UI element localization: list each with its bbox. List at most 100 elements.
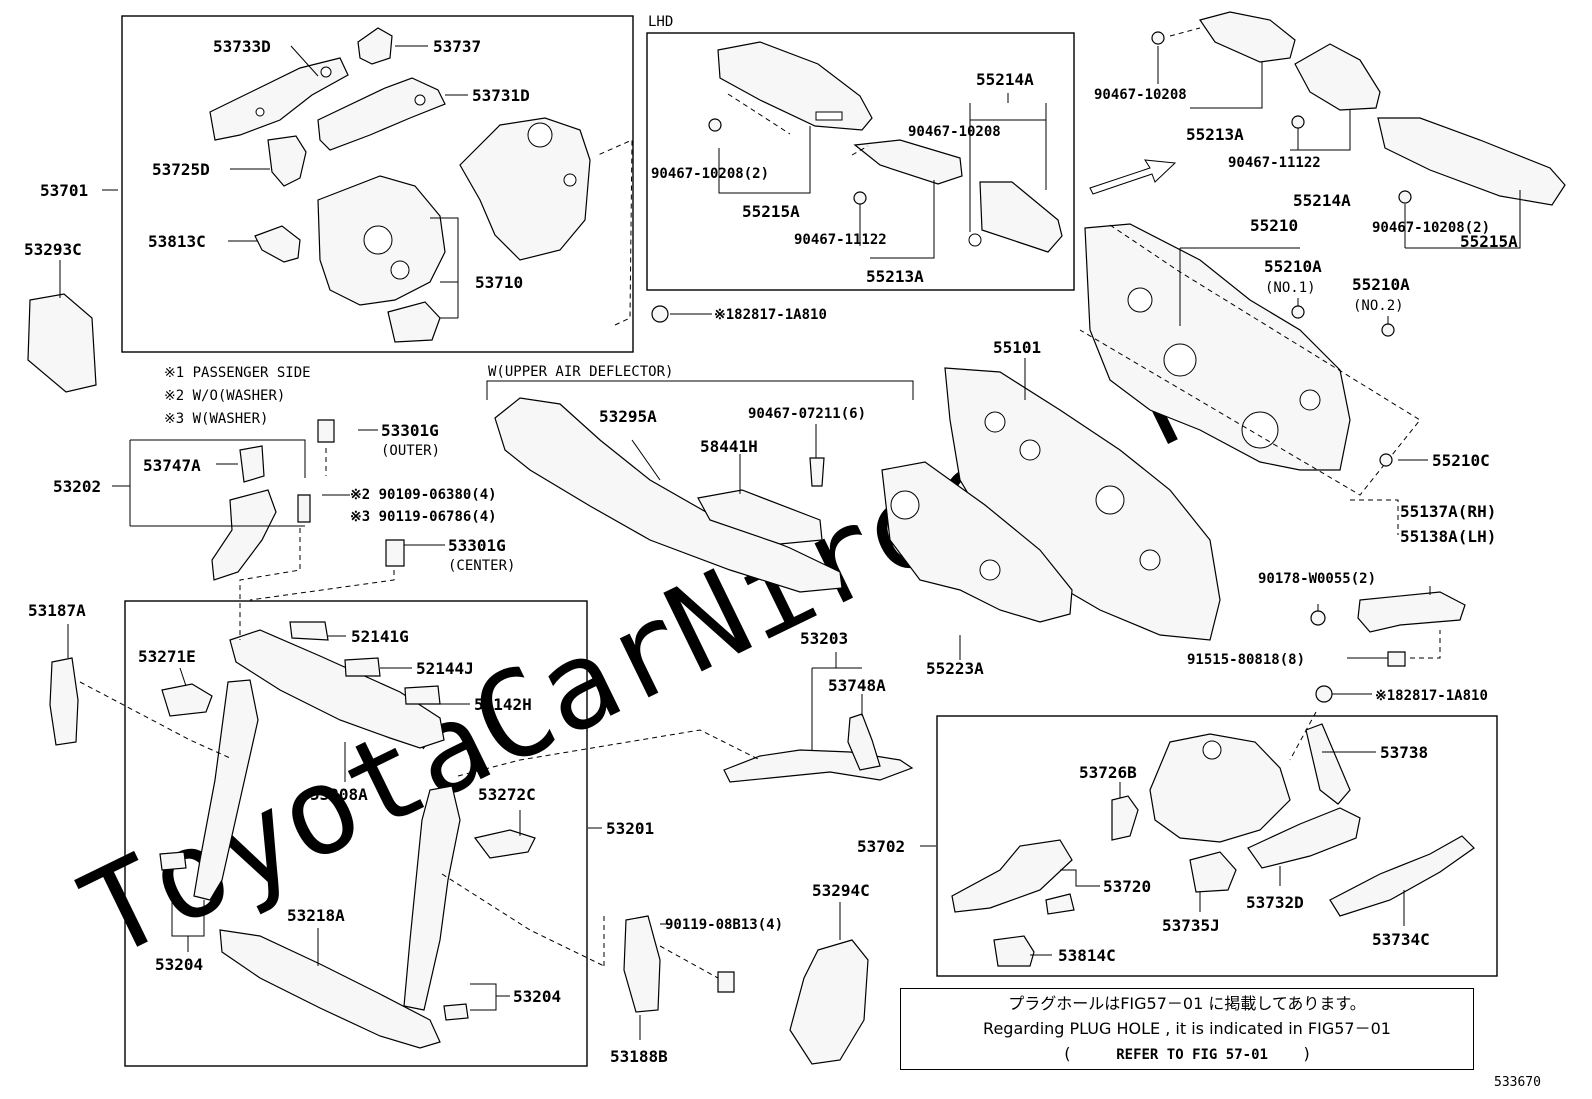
- label-53202: 53202: [53, 477, 101, 496]
- note-refer-fig: REFER TO FIG 57-01: [1116, 1047, 1268, 1063]
- part-58441H-shape: [697, 489, 823, 545]
- label-53726B: 53726B: [1079, 763, 1137, 782]
- label-52144J: 52144J: [416, 659, 474, 678]
- label-53188B: 53188B: [610, 1047, 668, 1066]
- label-53301G-center: 53301G: [448, 536, 506, 555]
- part-53710-tower-shape: [459, 117, 591, 261]
- part-55223A-shape: [881, 461, 1073, 623]
- bolt-52-icon: [297, 494, 311, 523]
- nut-90178-icon: [1310, 610, 1326, 626]
- part-53204-left-clip-icon: [159, 851, 187, 871]
- part-53734C-shape: [1329, 835, 1475, 917]
- label-53720: 53720: [1103, 877, 1151, 896]
- part-53732D-shape: [1247, 807, 1361, 869]
- label-grommet-top: ※182817-1A810: [714, 307, 827, 323]
- dash-panel-outline: [1079, 224, 1421, 496]
- part-53747A-shape: [239, 445, 265, 483]
- label-r-55215A: 55215A: [1460, 232, 1518, 251]
- label-lhd-55213A: 55213A: [866, 267, 924, 286]
- label-lhd-clip-11122: 90467-11122: [794, 232, 887, 248]
- part-55214A-lhd-shape: [853, 139, 963, 185]
- note-with-washer: ※3 W(WASHER): [164, 411, 268, 427]
- upper-deflector-bracket: [486, 380, 914, 400]
- label-no2: (NO.2): [1353, 298, 1404, 314]
- label-lhd-clip-10208: 90467-10208: [908, 124, 1001, 140]
- label-r-clip-11122: 90467-11122: [1228, 155, 1321, 171]
- part-53204-right-shape: [403, 785, 461, 1011]
- label-53187A: 53187A: [28, 601, 86, 620]
- part-53814C-shape: [993, 935, 1035, 967]
- label-53203: 53203: [800, 629, 848, 648]
- label-grommet-right: ※182817-1A810: [1375, 688, 1488, 704]
- part-53204-left-shape: [193, 679, 259, 901]
- part-55210-shape: [1084, 223, 1351, 471]
- label-r-55214A: 55214A: [1293, 191, 1351, 210]
- label-53204-left: 53204: [155, 955, 203, 974]
- part-55213A-lhd-shape: [968, 181, 1063, 253]
- clip-right-2-icon: [1398, 190, 1412, 204]
- apron-assembly-box: [121, 15, 634, 353]
- label-lhd-clip-2: 90467-10208(2): [651, 166, 769, 182]
- part-53731D-shape: [317, 77, 446, 151]
- label-52142H: 52142H: [474, 695, 532, 714]
- label-55223A: 55223A: [926, 659, 984, 678]
- part-53813C-shape: [254, 225, 301, 263]
- rh-apron-box: [936, 715, 1498, 977]
- label-lhd-55214A: 55214A: [976, 70, 1034, 89]
- label-53201: 53201: [606, 819, 654, 838]
- label-55210: 55210: [1250, 216, 1298, 235]
- label-53204-right: 53204: [513, 987, 561, 1006]
- lhd-title: LHD: [648, 14, 673, 30]
- part-55214A-right-shape: [1294, 43, 1381, 111]
- part-53702-tower-shape: [1149, 733, 1291, 843]
- part-55213A-right-shape: [1199, 11, 1296, 63]
- note-line-english: Regarding PLUG HOLE , it is indicated in…: [983, 1019, 1391, 1038]
- part-53301G-outer-icon: [317, 419, 335, 443]
- part-53188B-shape: [623, 915, 661, 1013]
- grommet-right-icon: [1315, 685, 1333, 703]
- label-55210C: 55210C: [1432, 451, 1490, 470]
- part-52142H-shape: [404, 685, 441, 705]
- clip-55210A-2-icon: [1381, 323, 1395, 337]
- diagram-id: 533670: [1494, 1075, 1541, 1090]
- part-52141G-shape: [289, 621, 329, 641]
- label-90178: 90178-W0055(2): [1258, 571, 1376, 587]
- label-53271E: 53271E: [138, 647, 196, 666]
- part-53301G-center-icon: [385, 539, 405, 567]
- label-r-55213A: 55213A: [1186, 125, 1244, 144]
- part-52144J-shape: [344, 657, 381, 677]
- part-55101-shape: [944, 367, 1221, 641]
- part-53203-shape: [723, 749, 914, 783]
- radiator-support-box: [124, 600, 588, 1067]
- note-paren-close: ): [1303, 1044, 1310, 1063]
- clip-55210A-1-icon: [1291, 305, 1305, 319]
- label-53734C: 53734C: [1372, 930, 1430, 949]
- part-53720-shape: [951, 839, 1073, 913]
- note-line-japanese: プラグホールはFIG57－01 に掲載してあります。: [1008, 994, 1366, 1013]
- label-53748A: 53748A: [828, 676, 886, 695]
- bolt-91515-icon: [1387, 651, 1406, 667]
- label-53702: 53702: [857, 837, 905, 856]
- note-line-reference: ( REFER TO FIG 57-01 ): [901, 1041, 1473, 1068]
- part-53737-shape: [357, 27, 393, 65]
- leader-lines: [59, 27, 1521, 1040]
- label-clip-07211: 90467-07211(6): [748, 406, 866, 422]
- label-55138A: 55138A(LH): [1400, 527, 1496, 546]
- note-without-washer: ※2 W/O(WASHER): [164, 388, 285, 404]
- part-53293C-shape: [27, 293, 97, 393]
- label-53735J: 53735J: [1162, 916, 1220, 935]
- label-53293C: 53293C: [24, 240, 82, 259]
- arrow-icon: [1089, 159, 1177, 195]
- part-53295A-shape: [494, 397, 843, 593]
- label-r-clip-10208: 90467-10208: [1094, 87, 1187, 103]
- part-53204-right-clip-icon: [443, 1003, 469, 1021]
- label-53738: 53738: [1380, 743, 1428, 762]
- label-no1: (NO.1): [1265, 280, 1316, 296]
- part-53720-bracket-shape: [1045, 893, 1075, 915]
- plug-hole-note: プラグホールはFIG57－01 に掲載してあります。 Regarding PLU…: [900, 988, 1474, 1070]
- part-53738-shape: [1305, 723, 1351, 805]
- part-53202-shape: [211, 489, 277, 581]
- label-53731D: 53731D: [472, 86, 530, 105]
- label-r-clip-10208-2: 90467-10208(2): [1372, 220, 1490, 236]
